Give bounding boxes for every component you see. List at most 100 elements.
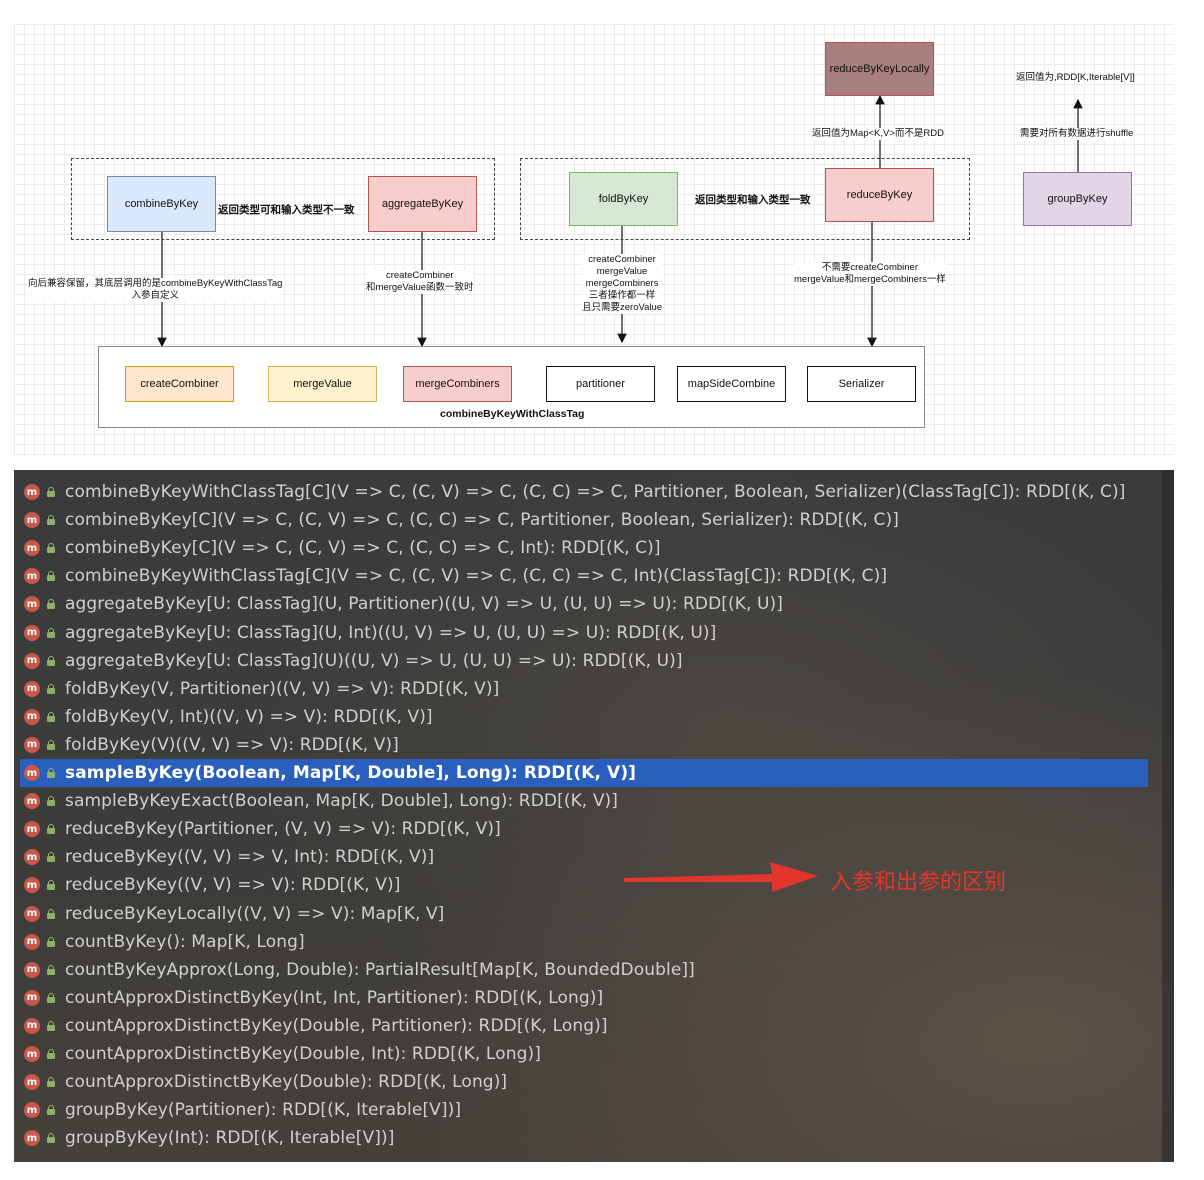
node-createCombiner: createCombiner (125, 366, 234, 402)
red-arrow (624, 862, 818, 892)
method-signature: countApproxDistinctByKey(Double): RDD[(K… (65, 1072, 508, 1093)
node-aggregateByKey: aggregateByKey (368, 176, 477, 232)
label-group-shuffle: 需要对所有数据进行shuffle (1020, 128, 1134, 140)
node-reduceByKey: reduceByKey (825, 168, 934, 222)
method-icon: m (24, 961, 40, 978)
method-signature: groupByKey(Partitioner): RDD[(K, Iterabl… (65, 1100, 462, 1121)
node-reduceByKeyLocally: reduceByKeyLocally (825, 42, 934, 96)
method-row-selected[interactable]: m sampleByKey(Boolean, Map[K, Double], Lo… (20, 759, 1148, 787)
method-icon: m (24, 596, 40, 613)
method-icon: m (24, 484, 40, 500)
label-combine-note: 向后兼容保留，其底层调用的是combineByKeyWithClassTag 入… (28, 278, 283, 302)
node-combineByKey: combineByKey (107, 176, 216, 232)
method-row[interactable]: m countApproxDistinctByKey(Double): RDD[(… (20, 1068, 1148, 1096)
method-icon: m (24, 765, 40, 781)
lock-icon (47, 683, 55, 694)
lock-icon (47, 599, 55, 610)
ide-method-list: m combineByKeyWithClassTag[C](V => C, (C,… (14, 470, 1174, 1162)
label-return-type-same: 返回类型和输入类型一致 (695, 194, 811, 206)
lock-icon (47, 655, 55, 666)
label-aggregate-note: createCombiner 和mergeValue函数一致时 (366, 270, 474, 294)
method-signature: countByKeyApprox(Long, Double): PartialR… (65, 959, 695, 980)
lock-icon (47, 739, 55, 750)
group-return-type-same (520, 158, 970, 240)
method-signature: foldByKey(V)((V, V) => V): RDD[(K, V)] (65, 734, 399, 755)
lock-icon (47, 880, 55, 891)
method-signature: combineByKey[C](V => C, (C, V) => C, (C,… (65, 510, 899, 531)
method-row[interactable]: m aggregateByKey[U: ClassTag](U)((U, V) =… (20, 647, 1148, 675)
method-signature: sampleByKey(Boolean, Map[K, Double], Lon… (65, 763, 637, 783)
method-signature: combineByKeyWithClassTag[C](V => C, (C, … (65, 482, 1126, 502)
method-signature: foldByKey(V, Partitioner)((V, V) => V): … (65, 678, 500, 699)
method-signature: reduceByKey((V, V) => V): RDD[(K, V)] (65, 875, 401, 896)
lock-icon (47, 852, 55, 863)
method-icon: m (24, 1074, 40, 1091)
label-reduce-locally: 返回值为Map<K,V>而不是RDD (812, 128, 944, 140)
method-signature: reduceByKey((V, V) => V, Int): RDD[(K, V… (65, 847, 435, 868)
method-icon: m (24, 849, 40, 866)
method-row[interactable]: m foldByKey(V, Partitioner)((V, V) => V):… (20, 675, 1148, 703)
method-signature: countApproxDistinctByKey(Int, Int, Parti… (65, 987, 604, 1008)
method-icon: m (24, 512, 40, 529)
method-row[interactable]: m countByKey(): Map[K, Long] (20, 928, 1148, 956)
lock-icon (47, 908, 55, 919)
lock-icon (47, 1077, 55, 1088)
method-icon: m (24, 736, 40, 753)
lock-icon (47, 964, 55, 975)
lock-icon (47, 796, 55, 807)
node-mergeValue: mergeValue (268, 366, 377, 402)
method-signature: combineByKey[C](V => C, (C, V) => C, (C,… (65, 538, 661, 559)
node-groupByKey: groupByKey (1023, 172, 1132, 226)
method-signature: aggregateByKey[U: ClassTag](U, Int)((U, … (65, 622, 717, 643)
method-icon: m (24, 1130, 40, 1147)
method-icon: m (24, 1017, 40, 1034)
method-icon: m (24, 652, 40, 669)
lock-icon (47, 936, 55, 947)
method-icon: m (24, 933, 40, 950)
label-reduce-note: 不需要createCombiner mergeValue和mergeCombin… (794, 262, 946, 286)
lock-icon (47, 487, 55, 497)
method-signature: aggregateByKey[U: ClassTag](U)((U, V) =>… (65, 650, 683, 671)
method-icon: m (24, 821, 40, 838)
method-row[interactable]: m combineByKeyWithClassTag[C](V => C, (C,… (20, 478, 1148, 506)
method-row[interactable]: m reduceByKey((V, V) => V, Int): RDD[(K, … (20, 843, 1148, 871)
method-row[interactable]: m foldByKey(V)((V, V) => V): RDD[(K, V)] (20, 731, 1148, 759)
method-icon: m (24, 680, 40, 697)
node-mergeCombiners: mergeCombiners (403, 366, 512, 402)
lock-icon (47, 571, 55, 582)
label-return-type-differs: 返回类型可和输入类型不一致 (218, 204, 355, 216)
method-signature: aggregateByKey[U: ClassTag](U, Partition… (65, 594, 784, 615)
method-signature: countByKey(): Map[K, Long] (65, 931, 305, 952)
method-row[interactable]: m combineByKey[C](V => C, (C, V) => C, (C… (20, 506, 1148, 534)
node-serializer: Serializer (807, 366, 916, 402)
method-row[interactable]: m countByKeyApprox(Long, Double): Partial… (20, 956, 1148, 984)
scrollbar[interactable] (1162, 470, 1174, 1162)
group-return-type-differs (71, 158, 495, 240)
lock-icon (47, 515, 55, 526)
node-partitioner: partitioner (546, 366, 655, 402)
method-row[interactable]: m aggregateByKey[U: ClassTag](U, Partitio… (20, 590, 1148, 618)
node-foldByKey: foldByKey (569, 172, 678, 226)
method-row[interactable]: m aggregateByKey[U: ClassTag](U, Int)((U,… (20, 619, 1148, 647)
lock-icon (47, 992, 55, 1003)
lock-icon (47, 711, 55, 722)
lock-icon (47, 1049, 55, 1059)
method-icon: m (24, 624, 40, 641)
lock-icon (47, 543, 55, 554)
method-signature: countApproxDistinctByKey(Double, Int): R… (65, 1044, 541, 1064)
lock-icon (47, 768, 55, 778)
method-signature: sampleByKeyExact(Boolean, Map[K, Double]… (65, 791, 619, 812)
lock-icon (47, 1133, 55, 1144)
